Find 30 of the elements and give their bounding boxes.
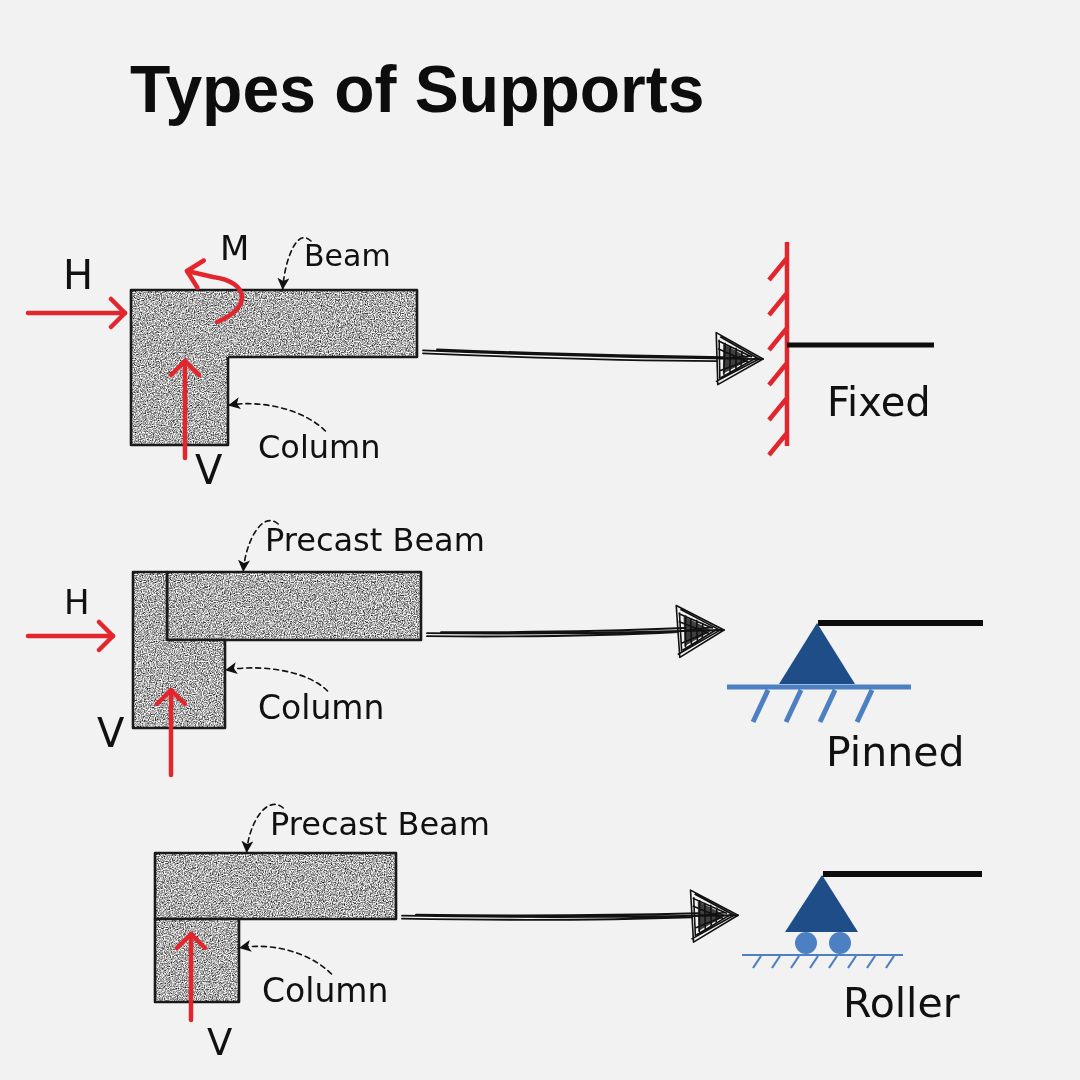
part-label: Beam: [304, 241, 391, 271]
concrete-column: [155, 919, 239, 1002]
leader-line: [227, 397, 327, 432]
arrow: [422, 331, 764, 386]
force-label: M: [220, 231, 250, 265]
leader-line: [277, 236, 312, 291]
concrete-column: [133, 572, 225, 728]
arrow: [401, 889, 739, 943]
support-type-label: Fixed: [827, 382, 931, 422]
leader-line: [238, 940, 333, 975]
support-type-label: Pinned: [826, 732, 965, 773]
arrow: [426, 604, 725, 659]
leader-line: [238, 519, 279, 573]
force-label: H: [64, 585, 90, 619]
concrete-beam: [155, 853, 396, 919]
force-label: H: [63, 255, 94, 295]
part-label: Precast Beam: [265, 524, 485, 556]
support-type-label: Roller: [843, 983, 960, 1024]
force-label: V: [195, 450, 223, 490]
part-label: Column: [262, 974, 389, 1007]
concrete-beam: [131, 290, 417, 357]
part-label: Precast Beam: [270, 808, 490, 840]
concrete-beam: [167, 572, 421, 640]
leader-line: [241, 803, 284, 854]
force-label: V: [207, 1024, 233, 1061]
leader-line: [224, 662, 329, 692]
part-label: Column: [258, 431, 381, 463]
force-label: V: [97, 713, 125, 753]
part-label: Column: [258, 691, 385, 724]
concrete-column: [131, 357, 228, 445]
